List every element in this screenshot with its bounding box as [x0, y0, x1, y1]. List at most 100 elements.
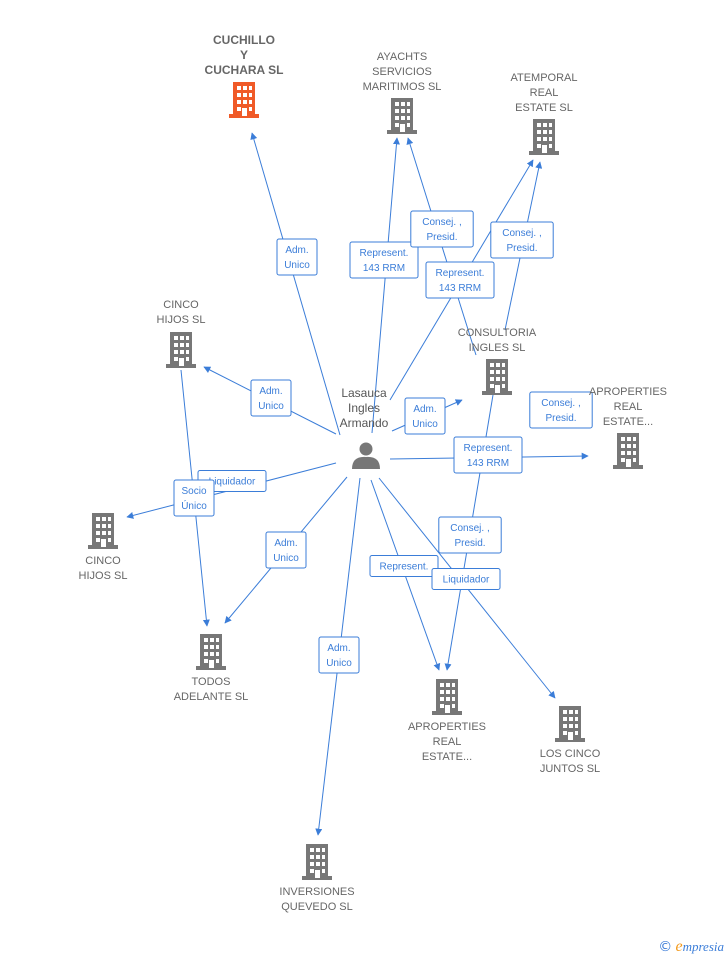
edge-label-box	[349, 241, 419, 279]
edge-label-text: 143 RRM	[467, 458, 509, 469]
building-icon	[387, 98, 417, 134]
company-name-line: ESTATE...	[603, 416, 653, 428]
edge-label-text: Presid.	[426, 232, 457, 243]
edge-label-text: Consej. ,	[450, 523, 489, 534]
edge-label-box	[410, 210, 474, 248]
company-name-line: QUEVEDO SL	[281, 901, 353, 913]
edge-label-text: Adm.	[285, 245, 308, 256]
edge-label[interactable]: Adm.Unico	[265, 531, 307, 569]
edge-label[interactable]: Consej. , Presid.	[529, 391, 593, 429]
copyright-icon: ©	[658, 939, 673, 955]
edge-label[interactable]: Liquidador	[431, 568, 501, 590]
company-name-line: HIJOS SL	[157, 314, 206, 326]
edge-label-box	[173, 479, 215, 517]
company-node-aprop2[interactable]: APROPERTIESREALESTATE...	[408, 679, 486, 763]
edge-label[interactable]: Consej. , Presid.	[490, 221, 554, 259]
person-name-line: Ingles	[348, 401, 380, 415]
edge-person-ayachts	[371, 137, 400, 434]
company-name-line: LOS CINCO	[540, 748, 601, 760]
edge-label-text: Adm.	[413, 404, 436, 415]
company-name-line: MARITIMOS SL	[363, 81, 442, 93]
edge-label-text: Represent.	[464, 443, 513, 454]
edge-label-text: Adm.	[327, 643, 350, 654]
company-name-line: AYACHTS	[377, 51, 427, 63]
edge-label-text: Consej. ,	[422, 217, 461, 228]
company-name-line: INGLES SL	[469, 342, 526, 354]
edge-label-text: Unico	[412, 419, 438, 430]
company-node-loscinco[interactable]: LOS CINCO JUNTOS SL	[540, 706, 601, 775]
company-name-line: SERVICIOS	[372, 66, 432, 78]
edge-label-text: Liquidador	[443, 575, 490, 586]
edge-label-text: Represent.	[380, 562, 429, 573]
edge-label-text: 143 RRM	[363, 263, 405, 274]
company-node-inversiones[interactable]: INVERSIONES QUEVEDO SL	[279, 844, 355, 913]
edge-label-box	[318, 636, 360, 674]
edge-label-box	[404, 397, 446, 435]
company-name-line: REAL	[433, 736, 462, 748]
building-icon	[529, 119, 559, 155]
company-node-todos[interactable]: TODOS ADELANTE SL	[174, 634, 249, 703]
empresia-logo: © empresia	[658, 938, 724, 956]
building-icon	[432, 679, 462, 715]
company-node-cinco1[interactable]: CINCO HIJOS SL	[157, 299, 206, 368]
edge-label-text: Único	[181, 499, 207, 512]
company-name-line: JUNTOS SL	[540, 763, 600, 775]
company-name-line: ESTATE SL	[515, 102, 573, 114]
edge-person-cuchillo	[250, 132, 341, 436]
edge-label[interactable]: Consej. , Presid.	[410, 210, 474, 248]
brand-rest: mpresia	[682, 939, 724, 954]
company-node-aprop1[interactable]: APROPERTIESREALESTATE...	[589, 386, 667, 469]
edge-label-text: Represent.	[436, 268, 485, 279]
company-name-line: INVERSIONES	[279, 886, 354, 898]
company-node-atemporal[interactable]: ATEMPORAL REAL ESTATE SL	[510, 72, 578, 155]
building-icon	[555, 706, 585, 742]
edge-label[interactable]: Consej. , Presid.	[438, 516, 502, 554]
building-icon	[613, 433, 643, 469]
edge-label[interactable]: Represent. 143 RRM	[453, 436, 523, 474]
edge-label-box	[438, 516, 502, 554]
company-name-line: APROPERTIES	[589, 386, 667, 398]
company-name-line: ADELANTE SL	[174, 691, 249, 703]
edge-label-box	[425, 261, 495, 299]
person-icon	[352, 442, 380, 469]
edge-label-text: Consej. ,	[502, 228, 541, 239]
edge-label[interactable]: Represent.143 RRM	[349, 241, 419, 279]
building-icon	[88, 513, 118, 549]
edge-label-text: Presid.	[545, 413, 576, 424]
building-icon	[302, 844, 332, 880]
edge-label-text: Liquidador	[209, 477, 256, 488]
edge-label[interactable]: Adm. Unico	[404, 397, 446, 435]
edge-label[interactable]: Represent.143 RRM	[425, 261, 495, 299]
edge-label-text: Unico	[284, 260, 310, 271]
edge-label-text: Presid.	[506, 243, 537, 254]
company-name-line: REAL	[530, 87, 559, 99]
edge-label[interactable]: Adm. Unico	[318, 636, 360, 674]
edge-label-text: Consej. ,	[541, 398, 580, 409]
company-name-line: ESTATE...	[422, 751, 472, 763]
edge-label-text: Socio	[181, 486, 206, 497]
edge-label[interactable]: Represent.	[369, 555, 439, 577]
company-name-line: CINCO	[163, 299, 199, 311]
company-name-line: CUCHARA SL	[205, 63, 284, 77]
company-node-ayachts[interactable]: AYACHTS SERVICIOS MARITIMOS SL	[363, 51, 442, 134]
edge-label-text: Presid.	[454, 538, 485, 549]
edge-label-box	[369, 555, 439, 577]
company-name-line: ATEMPORAL	[510, 72, 577, 84]
edge-line	[250, 132, 341, 436]
edge-label[interactable]: Adm. Unico	[276, 238, 318, 276]
edge-label-text: Unico	[258, 401, 284, 412]
edge-label-text: Unico	[326, 658, 352, 669]
edge-label-box	[453, 436, 523, 474]
person-name-line: Armando	[340, 416, 389, 430]
company-name-line: TODOS	[192, 676, 231, 688]
building-icon	[166, 332, 196, 368]
edge-label[interactable]: Adm.Unico	[250, 379, 292, 417]
person-name-line: Lasauca	[341, 386, 387, 400]
building-icon	[482, 359, 512, 395]
